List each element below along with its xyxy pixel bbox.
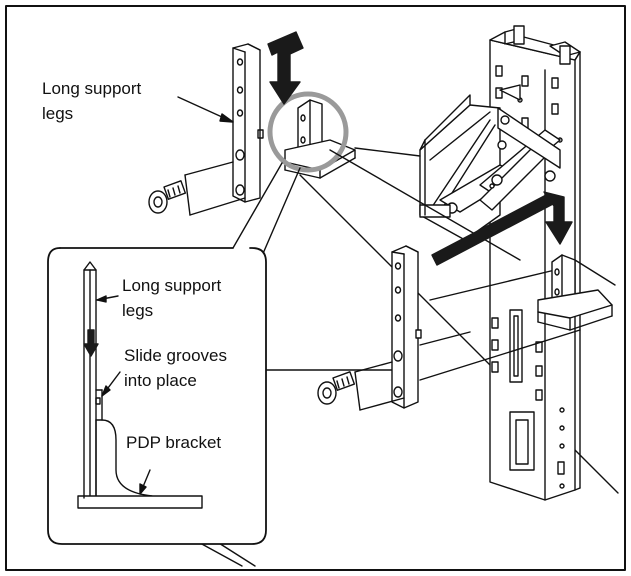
label-slide-grooves-line1: Slide grooves — [124, 346, 228, 365]
label-pdp-bracket: PDP bracket — [126, 433, 222, 452]
long-support-leg-top — [232, 43, 264, 203]
arrow-down-icon — [267, 31, 304, 105]
arrow-down-icon — [83, 329, 99, 357]
detail-callout-box — [47, 247, 267, 545]
long-support-leg-middle — [391, 245, 422, 409]
arrow-down-icon — [431, 191, 573, 266]
label-long-support-legs-detail-line2: legs — [122, 301, 154, 320]
stand-upper-bracket — [419, 84, 561, 241]
pdp-bracket-right — [537, 254, 616, 331]
screw-icon — [317, 371, 356, 405]
label-long-support-legs-top-line1: Long support — [42, 79, 142, 98]
label-long-support-legs-detail-line1: Long support — [122, 276, 222, 295]
label-slide-grooves-line2: into place — [124, 371, 197, 390]
screw-icon — [148, 180, 187, 214]
outer-border — [5, 5, 626, 571]
label-long-support-legs-top-line2: legs — [42, 104, 74, 123]
highlight-circle — [267, 91, 349, 173]
